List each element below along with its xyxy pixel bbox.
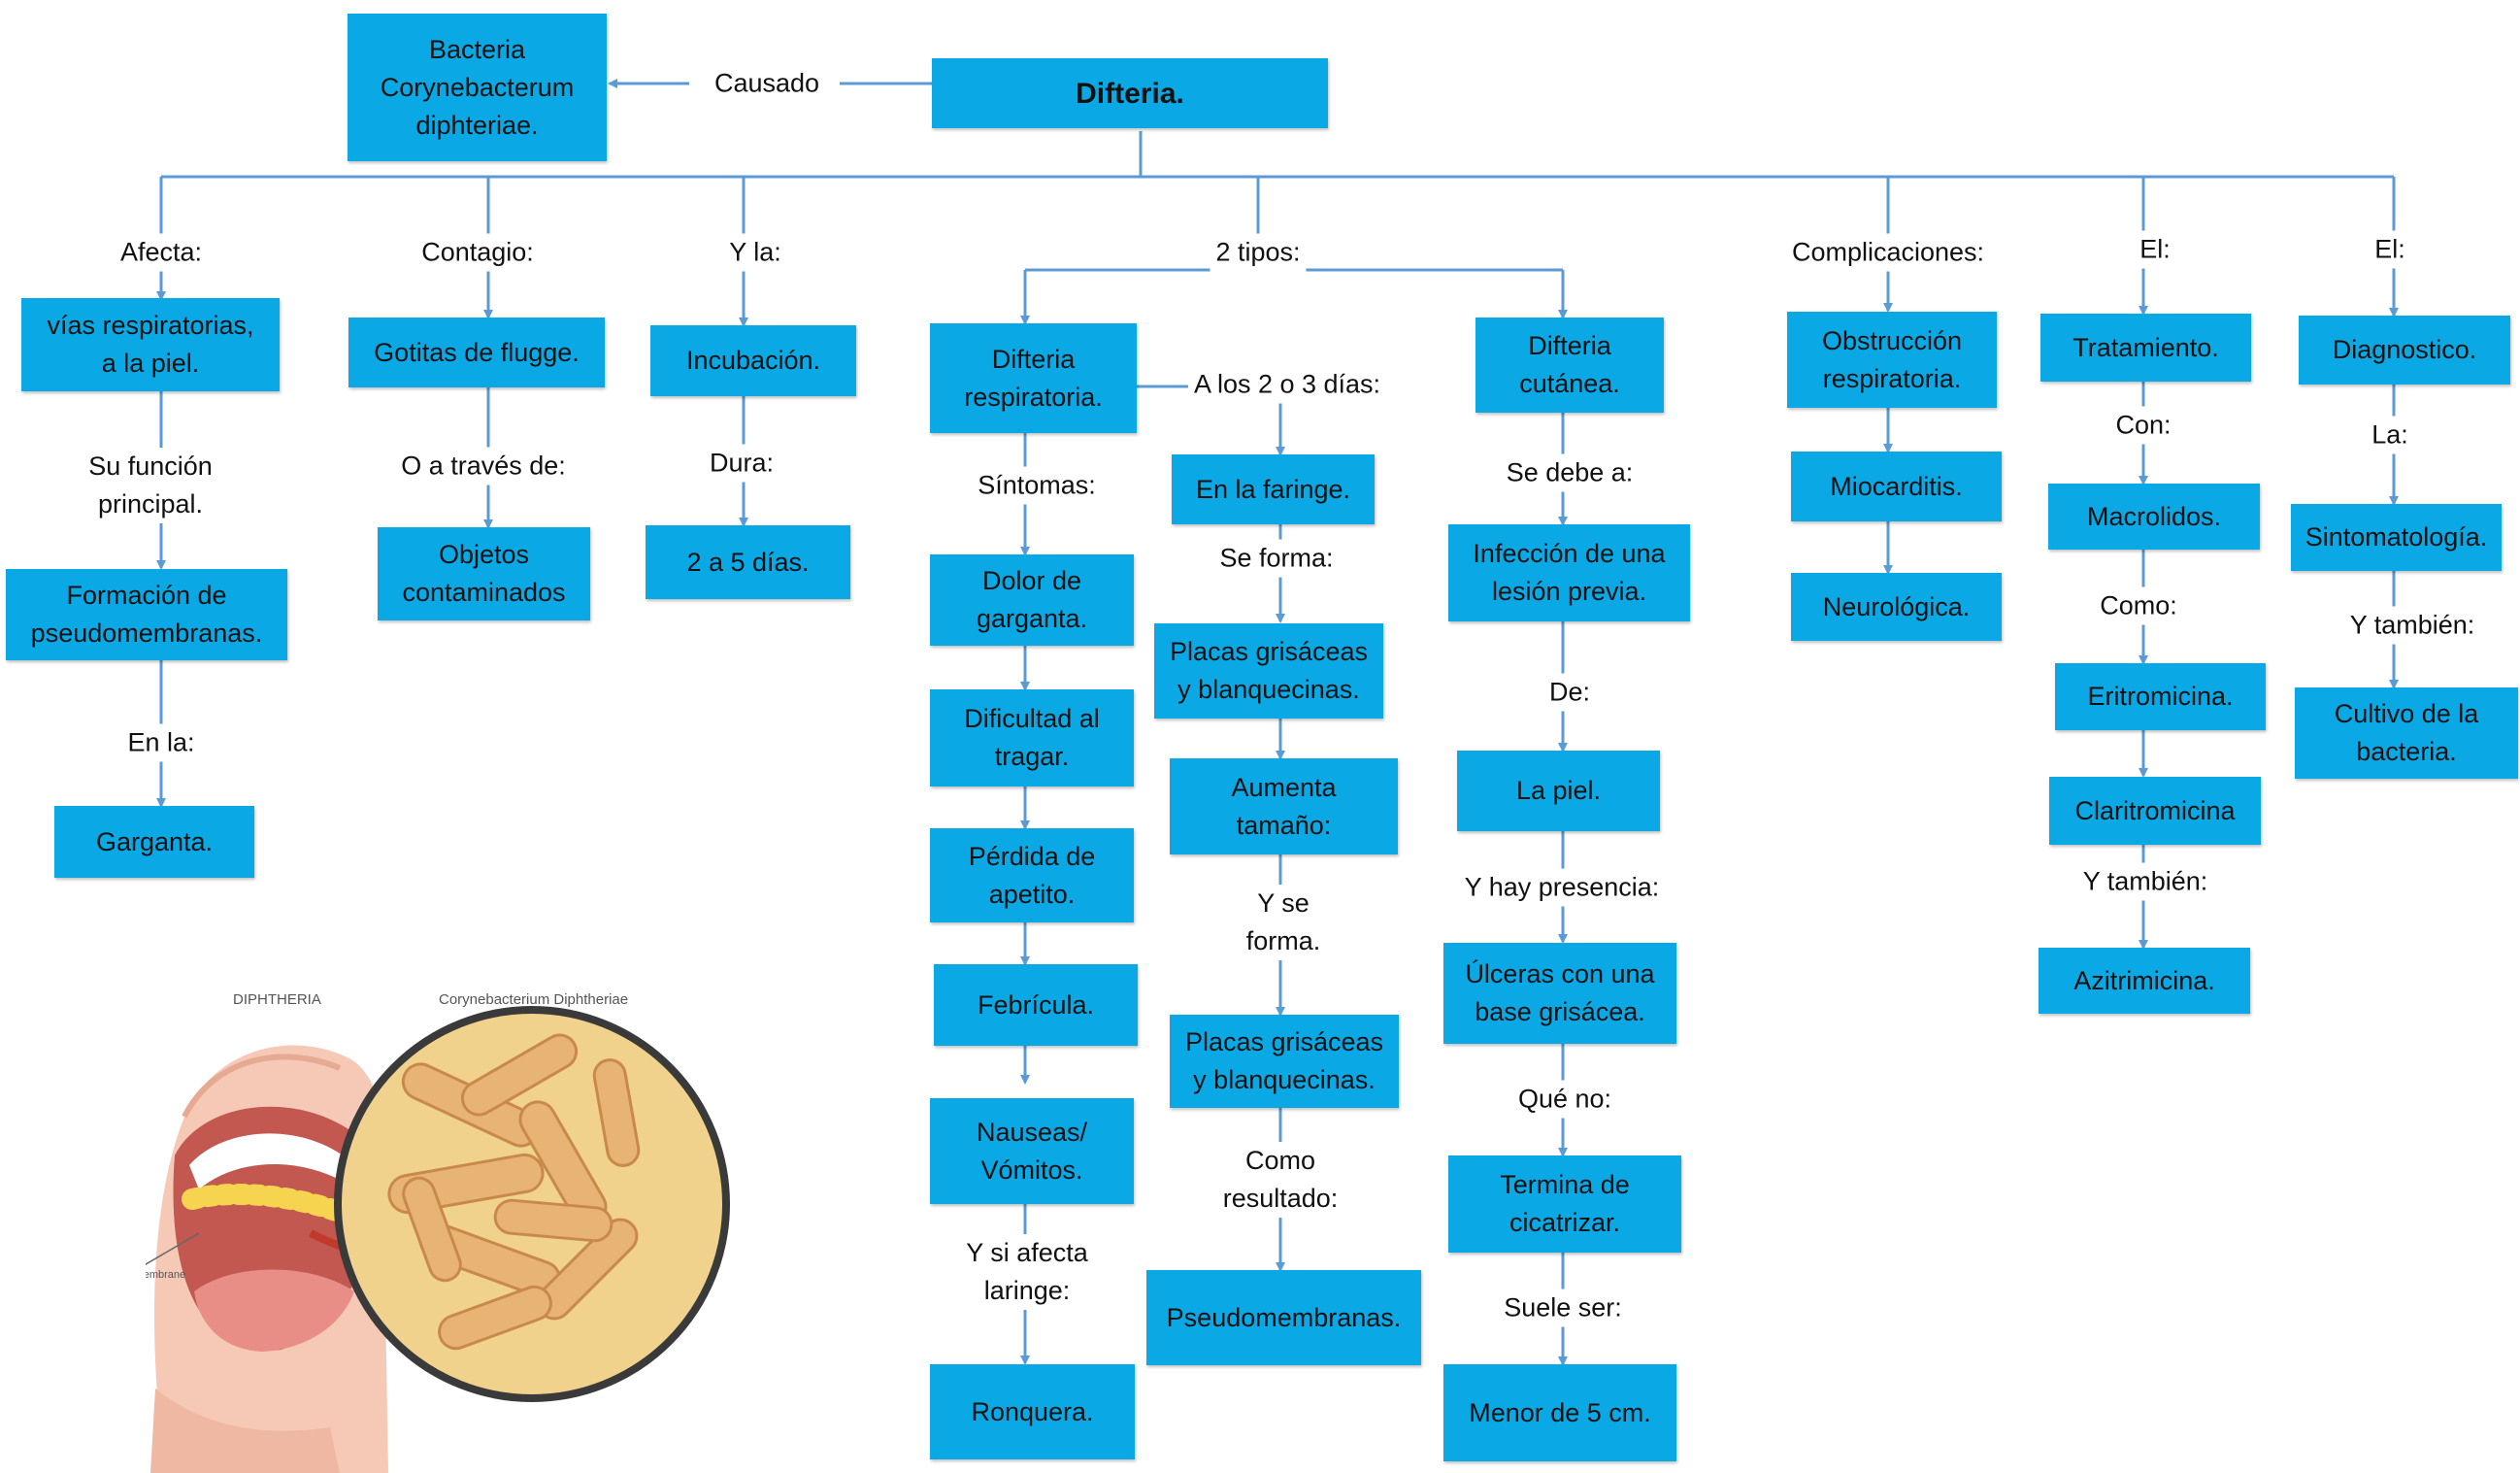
title-node: Difteria. (932, 58, 1328, 128)
label-a-los: A los 2 o 3 días: (1187, 365, 1387, 404)
node-sintomatologia: Sintomatología. (2291, 504, 2502, 571)
node-termina: Termina de cicatrizar. (1448, 1155, 1681, 1253)
label-sintomas: Síntomas: (972, 466, 1102, 505)
node-placas-1: Placas grisáceas y blanquecinas. (1154, 623, 1383, 719)
node-vias: vías respiratorias, a la piel. (21, 298, 280, 391)
node-nauseas: Nauseas/ Vómitos. (930, 1098, 1134, 1204)
label-como-resultado: Como resultado: (1202, 1142, 1359, 1218)
node-dolor: Dolor de garganta. (930, 554, 1134, 646)
label-complicaciones: Complicaciones: (1785, 233, 1991, 272)
node-objetos: Objetos contaminados (378, 527, 590, 620)
label-dos-tipos: 2 tipos: (1210, 233, 1307, 272)
node-dificultad: Dificultad al tragar. (930, 689, 1134, 787)
node-difteria-cutanea: Difteria cutánea. (1476, 318, 1664, 413)
illus-membrane-caption: Diphtheric membrane (146, 1269, 185, 1281)
label-afecta: Afecta: (114, 233, 209, 272)
label-y-tambien-1: Y también: (2076, 862, 2214, 901)
label-de: De: (1542, 673, 1597, 712)
node-piel: La piel. (1457, 751, 1660, 831)
node-diagnostico: Diagnostico. (2299, 316, 2510, 385)
node-obstruccion: Obstrucción respiratoria. (1787, 312, 1997, 408)
label-se-debe: Se debe a: (1500, 453, 1640, 492)
label-dura: Dura: (703, 444, 780, 483)
label-el-1: El: (2134, 230, 2176, 269)
node-azitrimicina: Azitrimicina. (2039, 948, 2250, 1014)
label-o-traves: O a través de: (395, 447, 572, 485)
node-garganta: Garganta. (54, 806, 254, 878)
node-miocarditis: Miocarditis. (1791, 452, 2002, 521)
node-difteria-respiratoria: Difteria respiratoria. (930, 323, 1137, 433)
node-cultivo: Cultivo de la bacteria. (2295, 687, 2518, 779)
node-faringe: En la faringe. (1172, 454, 1375, 524)
label-y-se-forma: Y se forma. (1234, 885, 1333, 960)
label-y-la: Y la: (723, 233, 787, 272)
label-en-la: En la: (121, 723, 201, 762)
node-placas-2: Placas grisáceas y blanquecinas. (1170, 1015, 1399, 1108)
node-gotitas: Gotitas de flugge. (348, 318, 605, 387)
node-eritromicina: Eritromicina. (2055, 663, 2266, 730)
diphtheria-illustration: DIPHTHERIA Corynebacterium Diphtheriae D… (146, 991, 730, 1473)
node-macrolidos: Macrolidos. (2048, 484, 2260, 550)
node-pseudomembranas-2: Pseudomembranas. (1146, 1270, 1421, 1365)
label-causado: Causado (708, 64, 826, 103)
illus-left-caption: DIPHTHERIA (233, 991, 321, 1008)
label-que-no: Qué no: (1511, 1080, 1618, 1119)
node-incubacion: Incubación. (650, 325, 856, 396)
label-su-funcion: Su función principal. (57, 448, 244, 523)
node-menor: Menor de 5 cm. (1443, 1364, 1676, 1461)
node-tratamiento: Tratamiento. (2040, 314, 2251, 382)
label-la: La: (2366, 416, 2414, 454)
label-con: Con: (2109, 406, 2177, 445)
node-aumenta: Aumenta tamaño: (1170, 758, 1398, 854)
label-y-tambien-2: Y también: (2343, 606, 2481, 645)
node-ronquera: Ronquera. (930, 1364, 1135, 1459)
node-infeccion: Infección de una lesión previa. (1448, 524, 1690, 621)
node-neurologica: Neurológica. (1791, 573, 2002, 641)
label-el-2: El: (2369, 230, 2411, 269)
node-dias: 2 a 5 días. (646, 525, 850, 599)
node-perdida: Pérdida de apetito. (930, 828, 1134, 922)
label-contagio: Contagio: (415, 233, 540, 272)
illus-right-caption: Corynebacterium Diphtheriae (439, 991, 628, 1008)
label-se-forma: Se forma: (1213, 539, 1340, 578)
label-suele: Suele ser: (1498, 1289, 1628, 1327)
label-y-si-afecta: Y si afecta laringe: (944, 1234, 1111, 1310)
label-como: Como: (2094, 586, 2183, 625)
label-y-hay: Y hay presencia: (1458, 868, 1666, 907)
node-ulceras: Úlceras con una base grisácea. (1443, 943, 1676, 1044)
node-pseudomembranas: Formación de pseudomembranas. (6, 569, 287, 660)
node-claritromicina: Claritromicina (2049, 777, 2261, 845)
node-bacteria: Bacteria Corynebacterum diphteriae. (348, 14, 607, 161)
node-febricula: Febrícula. (934, 964, 1138, 1046)
